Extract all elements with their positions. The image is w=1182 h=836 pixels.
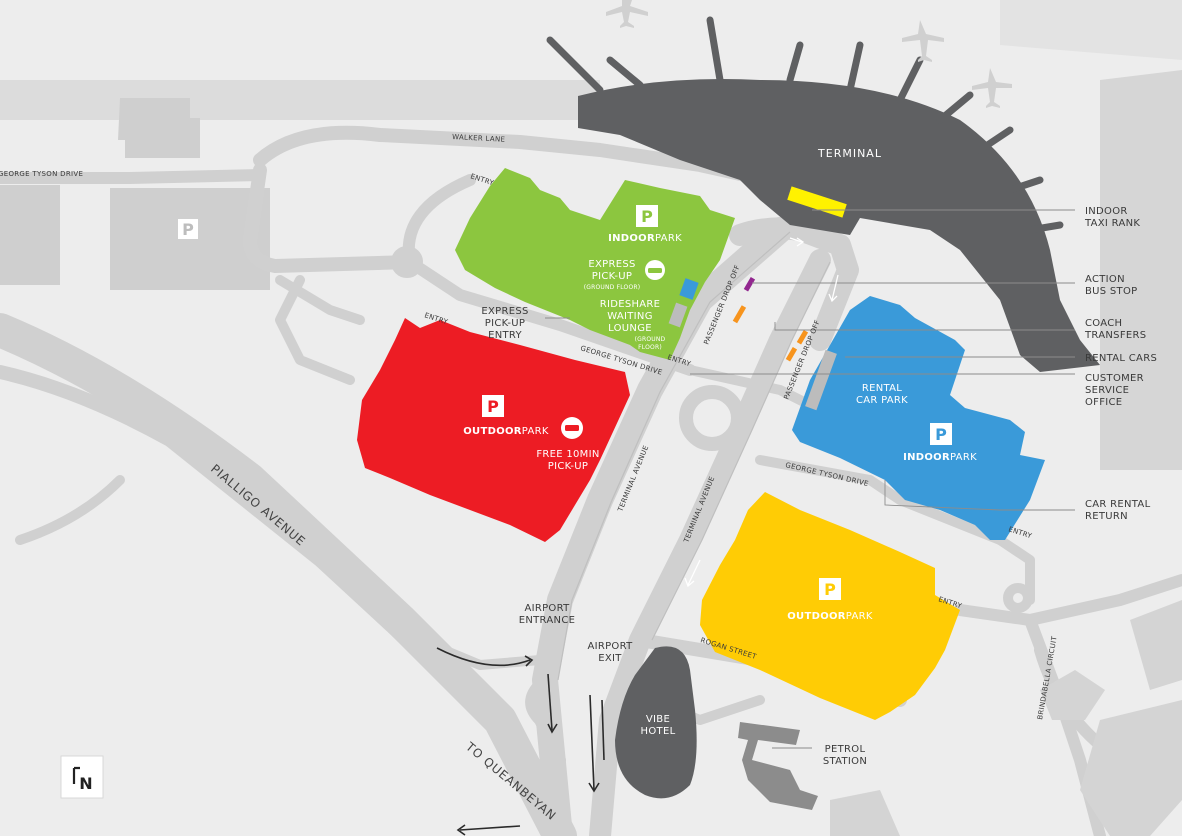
blue-parking-sign [930, 423, 952, 445]
petrol-station-building [738, 722, 818, 810]
rideshare-label-3: LOUNGE [608, 323, 652, 334]
rideshare-zone [668, 302, 688, 328]
rideshare-sub-2: FLOOR) [638, 344, 662, 351]
legend-indoor-taxi-rank-2: TAXI RANK [1084, 218, 1140, 229]
west-buildings [0, 70, 1182, 470]
west-parking-sign [178, 219, 198, 239]
rental-cars-zone [805, 349, 837, 411]
rental-car-park-label-2: CAR PARK [856, 395, 908, 406]
express-pickup-sub: (GROUND FLOOR) [584, 284, 641, 291]
red-parking-symbol: P [487, 397, 499, 416]
green-indoor-car-park [455, 168, 735, 360]
yellow-park-name: OUTDOORPARK [787, 611, 873, 622]
legend-coach-transfers-1: COACH [1085, 318, 1122, 329]
rideshare-label-2: WAITING [607, 311, 653, 322]
road-centrelines [557, 231, 831, 681]
legend-car-rental-return-1: CAR RENTAL [1085, 499, 1151, 510]
green-park-name-bold: INDOOR [608, 233, 655, 244]
terminal-building [578, 79, 1100, 373]
red-parking-sign [482, 395, 504, 417]
terminal-label: TERMINAL [817, 147, 882, 160]
coach-transfer-marker [796, 329, 809, 345]
green-park-name-rest: PARK [655, 233, 682, 244]
free-pickup-label-1: FREE 10MIN [536, 449, 599, 460]
rental-car-park-label-1: RENTAL [862, 383, 902, 394]
green-parking-sign [636, 205, 658, 227]
terminal-piers [546, 16, 1064, 234]
red-outdoor-car-park [357, 318, 630, 542]
coach-transfer-marker [732, 305, 747, 324]
yellow-park-name-bold: OUTDOOR [787, 611, 846, 622]
coach-transfer-marker [785, 346, 798, 362]
red-park-name: OUTDOORPARK [463, 426, 549, 437]
yellow-parking-symbol: P [824, 580, 836, 599]
lane-arrows [684, 237, 839, 588]
airplane-icons [606, 0, 1012, 108]
legend-customer-service-1: CUSTOMER [1085, 373, 1144, 384]
action-bus-stop-marker [743, 276, 756, 292]
airport-exit-label-1: AIRPORT [587, 641, 633, 652]
airport-entrance-label-2: ENTRANCE [519, 615, 575, 626]
vibe-hotel-building [615, 646, 697, 799]
legend-car-rental-return-2: RETURN [1085, 511, 1128, 522]
airport-exit-label-2: EXIT [598, 653, 622, 664]
vibe-hotel-label-2: HOTEL [641, 726, 676, 737]
green-parking-symbol: P [641, 207, 653, 226]
legend-customer-service-3: OFFICE [1085, 397, 1122, 408]
legend-action-bus-stop-2: BUS STOP [1085, 286, 1137, 297]
red-park-name-rest: PARK [522, 426, 549, 437]
green-park-name: INDOORPARK [608, 233, 682, 244]
george-tyson-drive-west-label: GEORGE TYSON DRIVE [0, 170, 83, 178]
express-pickup-label-2: PICK-UP [592, 271, 633, 282]
walker-lane-label: WALKER LANE [452, 133, 505, 144]
airplane-icon [972, 68, 1012, 108]
rideshare-label-1: RIDESHARE [600, 299, 661, 310]
yellow-parking-sign [819, 578, 841, 600]
express-entry-label-2: PICK-UP [485, 318, 526, 329]
airplane-icon [606, 0, 648, 28]
leader-lines [545, 209, 1075, 749]
car-icon-body [565, 425, 579, 431]
legend-rental-cars: RENTAL CARS [1085, 353, 1157, 364]
airport-entrance-label-1: AIRPORT [524, 603, 570, 614]
rideshare-sub-1: (GROUND [635, 336, 666, 343]
blue-park-name-bold: INDOOR [903, 452, 950, 463]
legend-customer-service-2: SERVICE [1085, 385, 1129, 396]
petrol-station-label-2: STATION [823, 756, 867, 767]
north-arrow-frame [60, 755, 104, 799]
north-verge [0, 80, 600, 120]
yellow-park-name-rest: PARK [846, 611, 873, 622]
legend: INDOOR TAXI RANK ACTION BUS STOP COACH T… [1084, 206, 1157, 522]
airplane-icon [902, 20, 944, 62]
blue-park-name: INDOORPARK [903, 452, 977, 463]
north-arrow: N [60, 755, 104, 799]
north-arrow-icon [72, 766, 80, 784]
red-park-name-bold: OUTDOOR [463, 426, 522, 437]
legend-coach-transfers-2: TRANSFERS [1084, 330, 1146, 341]
petrol-station-label-1: PETROL [825, 744, 866, 755]
airside-area [0, 0, 1182, 60]
north-arrow-label: N [79, 774, 92, 793]
car-icon-body [648, 268, 662, 273]
express-pickup-zone [679, 278, 699, 300]
express-pickup-label-1: EXPRESS [588, 259, 635, 270]
blue-park-name-rest: PARK [950, 452, 977, 463]
yellow-outdoor-car-park [700, 492, 960, 720]
express-entry-label-1: EXPRESS [481, 306, 528, 317]
south-east-buildings [830, 600, 1182, 836]
vibe-hotel-label-1: VIBE [646, 714, 670, 725]
legend-indoor-taxi-rank-1: INDOOR [1085, 206, 1128, 217]
direction-arrows [436, 647, 605, 836]
west-parking-symbol: P [182, 220, 194, 239]
blue-parking-symbol: P [935, 425, 947, 444]
legend-action-bus-stop-1: ACTION [1085, 274, 1125, 285]
express-entry-label-3: ENTRY [488, 330, 522, 341]
free-pickup-label-2: PICK-UP [548, 461, 589, 472]
